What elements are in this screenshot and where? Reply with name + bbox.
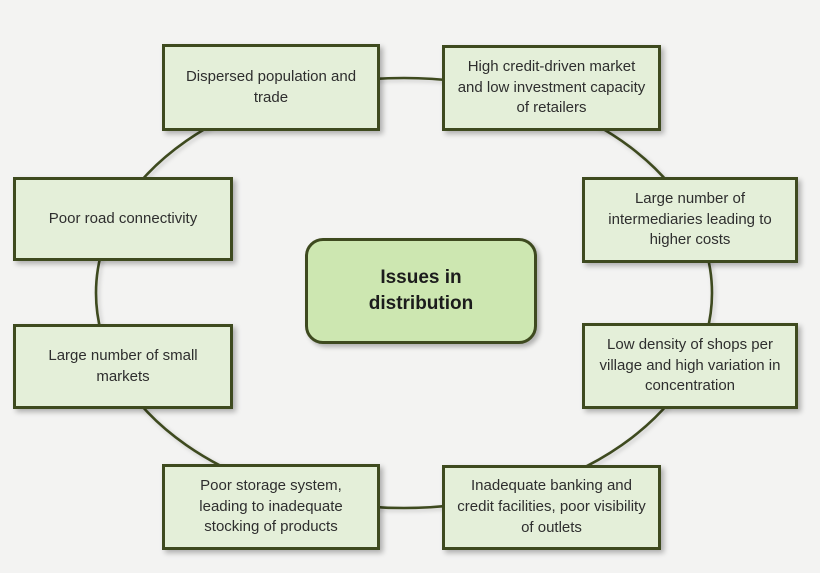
center-node-label: Issues in distribution xyxy=(368,267,474,314)
node-high-credit-driven-market: High credit-driven market and low invest… xyxy=(442,45,661,131)
node-label: High credit-driven market and low invest… xyxy=(457,57,646,117)
node-poor-storage-system: Poor storage system, leading to inadequa… xyxy=(162,464,380,550)
node-label: Poor road connectivity xyxy=(48,209,198,227)
node-large-number-of-small-markets: Large number of small markets xyxy=(13,324,233,409)
node-dispersed-population-and-trade: Dispersed population and trade xyxy=(162,44,380,131)
center-node-issues-in-distribution: Issues in distribution xyxy=(305,238,537,344)
node-inadequate-banking-and-credit: Inadequate banking and credit facilities… xyxy=(442,465,661,550)
node-label: Low density of shops per village and hig… xyxy=(599,335,781,395)
node-low-density-of-shops: Low density of shops per village and hig… xyxy=(582,323,798,409)
node-label: Dispersed population and trade xyxy=(185,67,357,106)
node-large-number-of-intermediaries: Large number of intermediaries leading t… xyxy=(582,177,798,263)
node-poor-road-connectivity: Poor road connectivity xyxy=(13,177,233,261)
node-label: Inadequate banking and credit facilities… xyxy=(457,477,646,536)
node-label: Large number of intermediaries leading t… xyxy=(608,189,772,249)
node-label: Poor storage system, leading to inadequa… xyxy=(199,476,343,536)
node-label: Large number of small markets xyxy=(48,346,198,385)
